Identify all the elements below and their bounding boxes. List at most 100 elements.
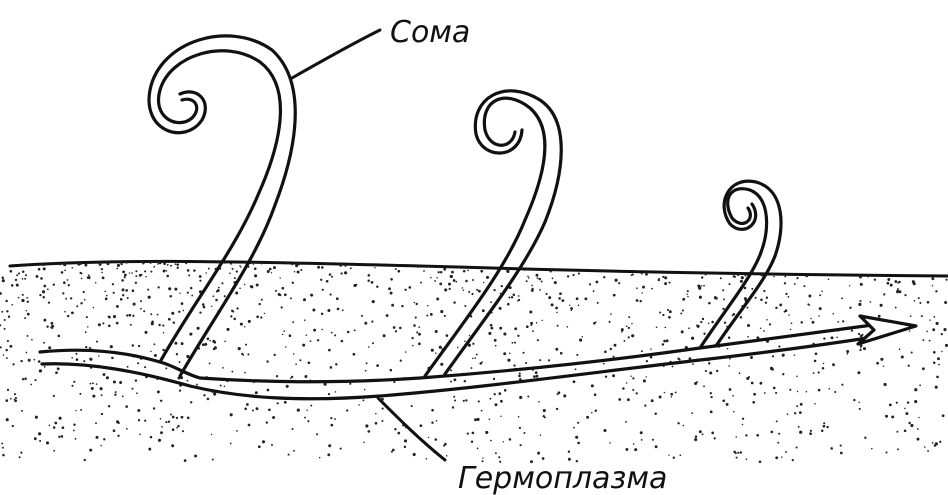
stipple-dot: [207, 398, 210, 401]
stipple-dot: [292, 282, 294, 284]
stipple-dot: [71, 357, 73, 359]
stipple-dot: [636, 299, 639, 302]
stipple-dot: [53, 395, 55, 397]
stipple-dot: [550, 270, 552, 272]
stipple-dot: [95, 422, 97, 424]
stipple-dot: [450, 369, 452, 371]
stipple-dot: [150, 351, 151, 352]
stipple-dot: [773, 276, 775, 278]
stipple-dot: [9, 345, 12, 348]
stipple-dot: [113, 380, 116, 383]
stipple-dot: [43, 319, 46, 322]
stipple-dot: [696, 324, 698, 326]
stipple-dot: [213, 295, 215, 297]
stipple-dot: [242, 354, 244, 356]
stipple-dot: [43, 285, 46, 288]
stipple-dot: [887, 282, 890, 285]
stipple-dot: [759, 460, 762, 463]
stipple-dot: [883, 293, 885, 295]
stipple-dot: [83, 291, 85, 293]
stipple-dot: [262, 440, 265, 443]
stipple-dot: [349, 383, 351, 385]
stipple-dot: [150, 436, 153, 439]
stipple-dot: [6, 418, 9, 421]
stipple-dot: [162, 325, 164, 327]
stipple-dot: [100, 445, 101, 446]
stipple-dot: [535, 371, 538, 374]
stipple-dot: [57, 367, 60, 370]
stipple-dot: [810, 318, 811, 319]
stipple-dot: [478, 290, 481, 293]
stipple-dot: [518, 416, 520, 418]
stipple-dot: [204, 343, 207, 346]
stipple-dot: [126, 314, 128, 316]
stipple-dot: [418, 326, 420, 328]
stipple-dot: [633, 264, 636, 267]
stipple-dot: [745, 434, 747, 436]
stipple-dot: [98, 355, 99, 356]
stipple-dot: [117, 422, 119, 424]
stipple-dot: [40, 277, 43, 280]
stipple-dot: [321, 266, 324, 269]
stipple-dot: [383, 334, 386, 337]
stipple-dot: [672, 366, 674, 368]
stipple-dot: [914, 388, 917, 391]
stipple-dot: [536, 274, 539, 277]
stipple-dot: [418, 333, 421, 336]
stipple-dot: [716, 370, 718, 372]
stipple-dot: [48, 301, 50, 303]
stipple-dot: [358, 404, 360, 406]
stipple-dot: [782, 354, 785, 357]
stipple-dot: [108, 405, 110, 407]
stipple-dot: [770, 431, 773, 434]
stipple-dot: [264, 313, 265, 314]
stipple-dot: [586, 262, 588, 264]
stipple-dot: [3, 354, 5, 356]
stipple-dot: [68, 284, 70, 286]
stipple-dot: [157, 314, 159, 316]
stipple-dot: [763, 290, 765, 292]
stipple-dot: [499, 327, 502, 330]
stipple-dot: [554, 281, 557, 284]
stipple-dot: [179, 361, 181, 363]
stipple-dot: [176, 417, 178, 419]
stipple-dot: [261, 299, 263, 301]
stipple-dot: [747, 307, 749, 309]
stipple-dot: [2, 279, 5, 282]
stipple-dot: [711, 321, 714, 324]
stipple-dot: [698, 287, 701, 290]
stipple-dot: [706, 268, 708, 270]
stipple-dot: [790, 274, 792, 276]
stipple-dot: [363, 442, 365, 444]
stipple-dot: [453, 378, 456, 381]
stipple-dot: [30, 384, 32, 386]
stipple-dot: [863, 347, 866, 350]
stipple-dot: [782, 264, 784, 266]
stipple-dot: [256, 283, 259, 286]
stipple-dot: [463, 400, 465, 402]
stipple-dot: [536, 322, 538, 324]
stipple-dot: [470, 367, 472, 369]
stipple-dot: [259, 303, 261, 305]
stipple-dot: [744, 287, 747, 290]
stipple-dot: [920, 264, 923, 267]
stipple-dot: [918, 417, 919, 418]
stipple-dot: [255, 391, 258, 394]
stipple-dot: [260, 316, 262, 318]
stipple-dot: [215, 299, 218, 302]
stipple-dot: [702, 433, 704, 435]
stipple-dot: [819, 294, 821, 296]
stipple-dot: [857, 371, 860, 374]
stipple-dot: [435, 353, 437, 355]
stipple-dot: [464, 380, 466, 382]
stipple-dot: [132, 289, 135, 292]
stipple-dot: [416, 331, 418, 333]
stipple-dot: [859, 300, 861, 302]
ground-stipple: [0, 261, 948, 464]
stipple-dot: [759, 266, 762, 269]
stipple-dot: [24, 317, 26, 319]
stipple-dot: [582, 265, 584, 267]
stipple-dot: [182, 430, 184, 432]
stipple-dot: [939, 441, 941, 443]
